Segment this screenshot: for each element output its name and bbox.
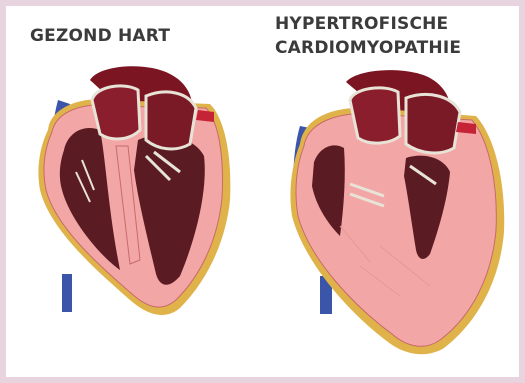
healthy-heart-illustration: [20, 60, 250, 330]
atrium-hcm-left: [350, 88, 400, 143]
atrium-hcm-right: [406, 94, 460, 152]
atrium-left: [92, 86, 140, 139]
hcm-heart-label: HYPERTROFISCHE CARDIOMYOPATHIE: [275, 12, 461, 60]
hcm-label-line1: HYPERTROFISCHE: [275, 12, 461, 36]
hypertrophic-heart-illustration: [280, 66, 520, 366]
hcm-label-line2: CARDIOMYOPATHIE: [275, 36, 461, 60]
atrium-right-side: [146, 92, 196, 149]
healthy-heart-label: GEZOND HART: [30, 26, 170, 46]
